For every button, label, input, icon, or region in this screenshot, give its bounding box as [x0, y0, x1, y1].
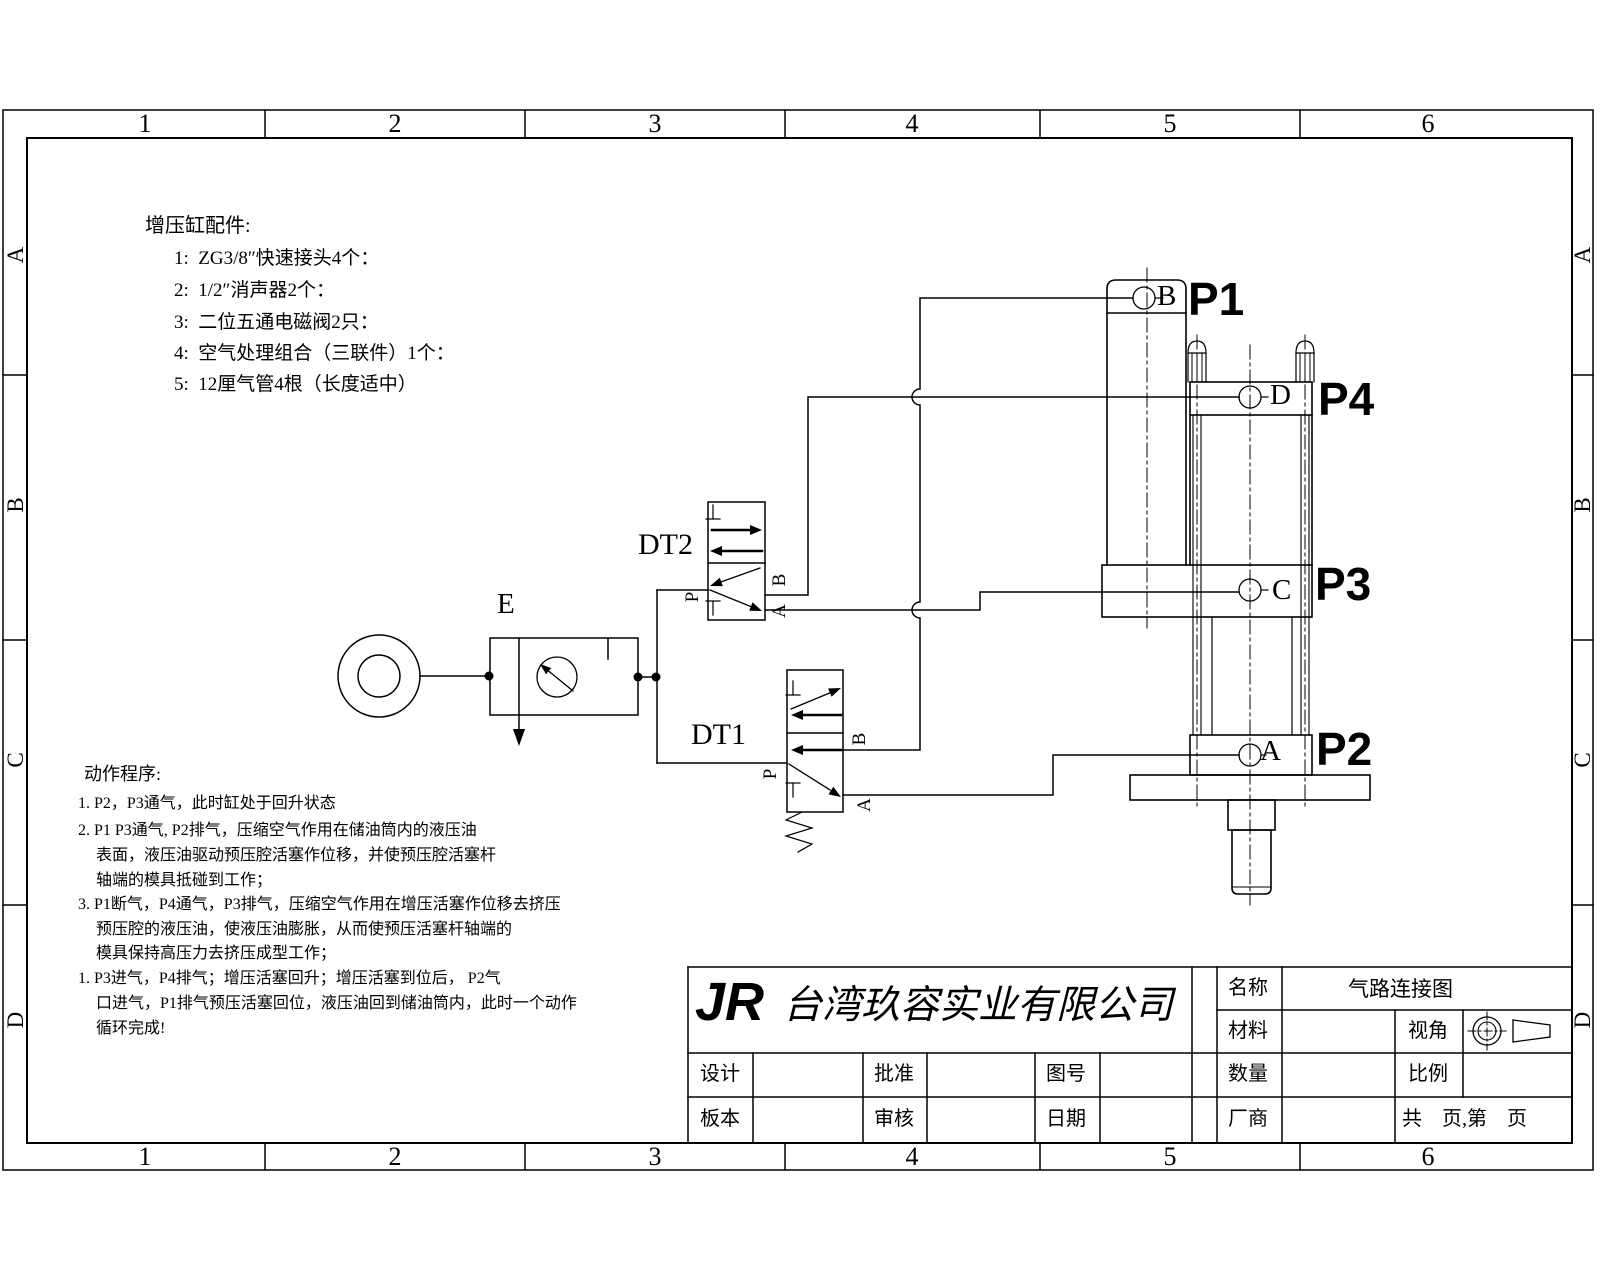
dt2-port-b-label: B [768, 573, 790, 587]
approve-label: 批准 [874, 1063, 914, 1085]
zone-row-a-right: A [1569, 246, 1595, 264]
zone-col-5-bottom: 5 [1163, 1142, 1177, 1171]
cylinder-port-a-label: A [1260, 735, 1281, 767]
valve-dt1-symbol [783, 669, 844, 853]
procedure-title: 动作程序: [84, 764, 162, 784]
date-label: 日期 [1046, 1108, 1086, 1130]
zone-col-4-top: 4 [905, 109, 919, 138]
vendor-label: 厂商 [1228, 1108, 1268, 1130]
zone-row-b-left: B [2, 497, 28, 513]
scale-label: 比例 [1408, 1063, 1448, 1085]
procedure-line: 2. P1 P3通气, P2排气，压缩空气作用在储油筒内的液压油 [78, 822, 477, 839]
titleblock-grid [687, 966, 1573, 1144]
accessories-item: 4: 空气处理组合（三联件）1个： [174, 343, 455, 364]
zone-col-2-bottom: 2 [388, 1142, 402, 1171]
valve-dt2-label: DT2 [638, 528, 693, 561]
view-label: 视角 [1408, 1020, 1448, 1042]
pneumatic-lines [656, 297, 1240, 796]
zone-col-3-top: 3 [648, 109, 662, 138]
cylinder-port-c-label: C [1272, 574, 1292, 606]
material-label: 材料 [1228, 1020, 1268, 1042]
procedure-line: 1. P2，P3通气，此时缸处于回升状态 [78, 795, 336, 812]
zone-col-6-top: 6 [1421, 109, 1435, 138]
company-logo: JR [695, 972, 765, 1032]
zone-col-5-top: 5 [1163, 109, 1177, 138]
air-source-symbol [337, 634, 490, 718]
frame-borders [2, 109, 1594, 1171]
procedure-line: 循环完成! [96, 1020, 166, 1037]
zone-row-c-left: C [2, 752, 28, 768]
booster-cylinder-drawing [1101, 267, 1371, 906]
zone-col-2-top: 2 [388, 109, 402, 138]
zone-row-a-left: A [2, 246, 28, 264]
zone-col-3-bottom: 3 [648, 1142, 662, 1171]
procedure-line: 口进气，P1排气预压活塞回位，液压油回到储油筒内，此时一个动作 [96, 995, 577, 1012]
accessories-item: 1: ZG3/8″快速接头4个： [174, 248, 380, 269]
procedure-line: 预压腔的液压油，使液压油膨胀，从而使预压活塞杆轴端的 [96, 921, 513, 938]
zone-row-c-right: C [1569, 752, 1595, 768]
filter-label: E [497, 588, 515, 620]
zone-row-b-right: B [1569, 497, 1595, 513]
valve-dt2-symbol [705, 501, 766, 621]
port-p4-label: P4 [1318, 373, 1375, 425]
filter-regulator-symbol [484, 637, 661, 746]
procedure-line: 1. P3进气，P4排气；增压活塞回升；增压活塞到位后， P2气 [78, 970, 501, 987]
zone-col-4-bottom: 4 [905, 1142, 919, 1171]
procedure-line: 表面，液压油驱动预压腔活塞作位移，并使预压腔活塞杆 [96, 847, 497, 864]
cylinder-port-d-label: D [1270, 379, 1291, 411]
dt1-port-b-label: B [848, 732, 870, 746]
drawing-title: 气路连接图 [1348, 977, 1453, 1001]
zone-col-6-bottom: 6 [1421, 1142, 1435, 1171]
company-name: 台湾玖容实业有限公司 [783, 984, 1174, 1027]
procedure-line: 轴端的模具抵碰到工作； [96, 872, 273, 889]
zone-col-1-top: 1 [138, 109, 152, 138]
name-label: 名称 [1228, 977, 1268, 999]
procedure-line: 3. P1断气，P4通气，P3排气，压缩空气作用在增压活塞作位移去挤压 [78, 896, 561, 913]
cylinder-port-b-label: B [1157, 280, 1177, 312]
design-label: 设计 [700, 1063, 740, 1085]
procedure-line: 模具保持高压力去挤压成型工作； [96, 945, 337, 962]
quantity-label: 数量 [1228, 1063, 1268, 1085]
port-p3-label: P3 [1315, 558, 1372, 610]
drawno-label: 图号 [1046, 1063, 1086, 1085]
review-label: 审核 [874, 1108, 914, 1130]
zone-col-1-bottom: 1 [138, 1142, 152, 1171]
port-p2-label: P2 [1316, 723, 1373, 775]
zone-row-d-left: D [2, 1011, 28, 1029]
accessories-item: 3: 二位五通电磁阀2只： [174, 312, 379, 333]
valve-dt1-label: DT1 [691, 718, 746, 751]
projection-view-symbol [1467, 1011, 1551, 1051]
version-label: 板本 [700, 1108, 740, 1130]
dt1-port-a-label: A [853, 798, 875, 812]
dt2-port-p-label: P [681, 591, 703, 603]
zone-row-d-right: D [1569, 1011, 1595, 1029]
dt2-port-a-label: A [768, 604, 790, 618]
accessories-item: 2: 1/2″消声器2个： [174, 280, 335, 301]
pages-label: 共 页,第 页 [1402, 1108, 1527, 1130]
accessories-title: 增压缸配件: [145, 215, 251, 237]
port-p1-label: P1 [1188, 273, 1245, 325]
accessories-item: 5: 12厘气管4根（长度适中） [174, 374, 417, 395]
dt1-port-p-label: P [759, 768, 781, 780]
